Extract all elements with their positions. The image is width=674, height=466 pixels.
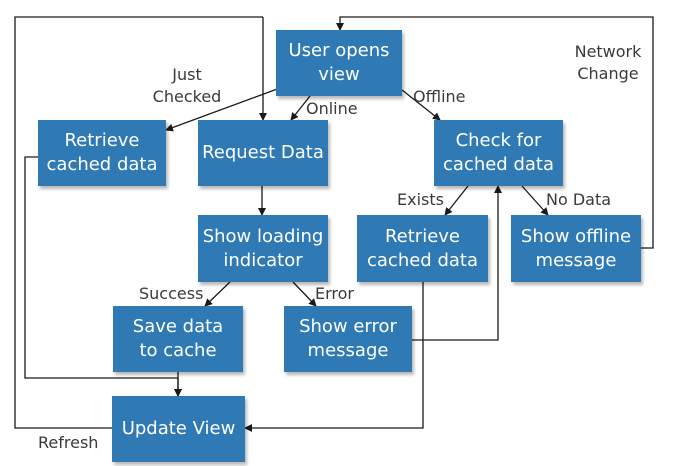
label-offline: Offline: [413, 87, 466, 106]
label-error: Error: [315, 284, 354, 303]
edge-refresh: [14, 16, 263, 429]
edge-offline: [401, 89, 441, 121]
label-network-change: Network Change: [574, 42, 642, 83]
edge-right-cache-to-update: [244, 282, 424, 432]
edge-no-data: [521, 185, 549, 216]
node-show-loading-indicator: Show loading indicator: [198, 215, 328, 282]
node-save-data-to-cache: Save data to cache: [113, 306, 243, 372]
node-request-data: Request Data: [198, 120, 328, 186]
node-show-error-message: Show error message: [284, 306, 412, 372]
edge-error: [292, 281, 317, 307]
label-just-checked: Just Checked: [152, 65, 222, 106]
label-online: Online: [306, 99, 358, 118]
label-success: Success: [139, 284, 204, 303]
node-show-offline-message: Show offline message: [511, 215, 641, 282]
label-no-data: No Data: [546, 190, 612, 209]
node-check-for-cached-data: Check for cached data: [434, 120, 563, 186]
node-user-opens-view: User opens view: [276, 30, 402, 96]
node-update-view: Update View: [112, 396, 245, 462]
label-exists: Exists: [397, 190, 444, 209]
edge-error-to-check: [412, 185, 502, 341]
edge-network-change: [336, 16, 654, 249]
edge-exists: [444, 185, 469, 216]
label-refresh: Refresh: [38, 433, 99, 452]
node-retrieve-cached-data-left: Retrieve cached data: [38, 120, 166, 186]
edge-online: [290, 95, 311, 121]
edge-just-checked: [165, 87, 281, 132]
edge-success: [204, 281, 231, 307]
node-retrieve-cached-data-right: Retrieve cached data: [357, 215, 488, 282]
